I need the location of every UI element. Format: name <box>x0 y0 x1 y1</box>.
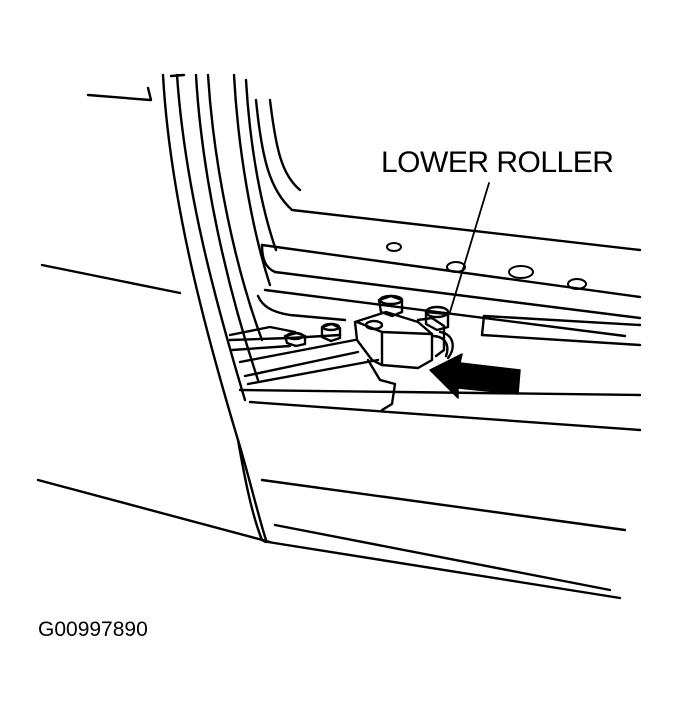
lower-roller-label: LOWER ROLLER <box>381 146 614 179</box>
figure-id: G00997890 <box>38 618 148 641</box>
bracket-bolt <box>377 294 404 318</box>
lower-roller-wheel <box>424 305 454 360</box>
outer-panel-lines <box>36 263 622 600</box>
rail-slot <box>480 314 642 347</box>
upper-body-edge <box>86 86 153 102</box>
door-edge <box>161 73 278 544</box>
callout-leader-line <box>449 182 490 313</box>
roller-bracket <box>353 310 446 412</box>
arm-bolts <box>283 322 342 348</box>
pointer-arrow <box>429 353 521 399</box>
sill-holes <box>386 242 587 290</box>
roller-arm <box>228 325 380 386</box>
